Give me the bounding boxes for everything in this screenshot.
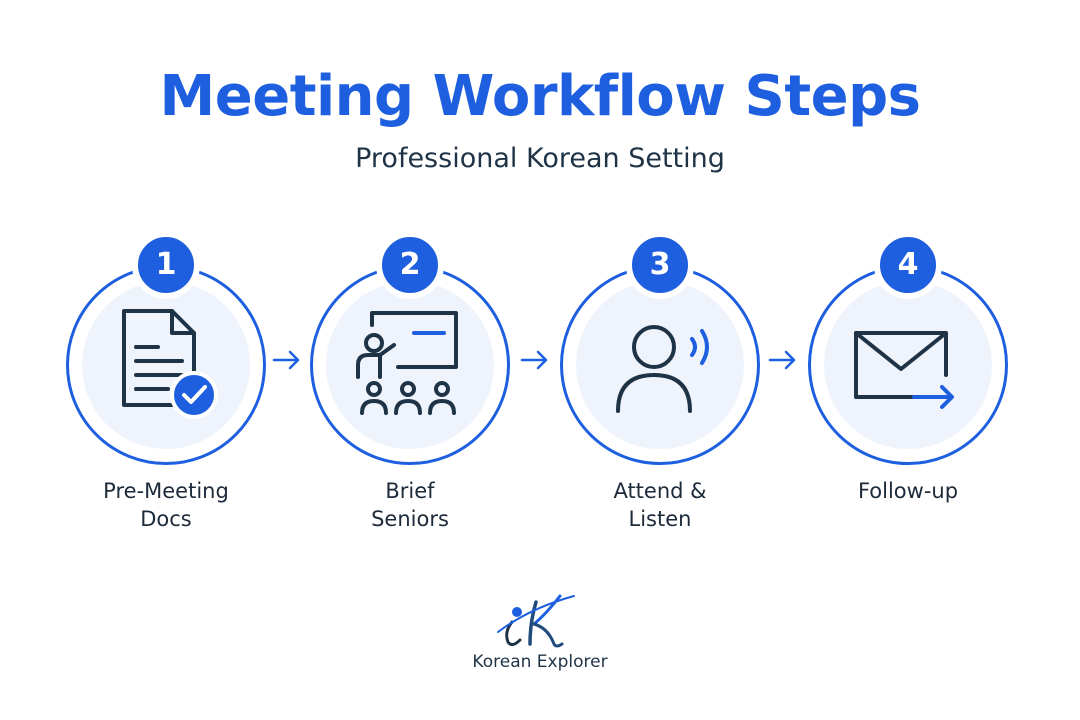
step-label: Follow-up <box>798 477 1018 505</box>
step-number-badge: 2 <box>376 231 444 299</box>
step-2: 2 <box>310 231 510 465</box>
step-number-badge: 1 <box>132 231 200 299</box>
step-label: Pre-Meeting Docs <box>56 477 276 533</box>
step-label: Attend & Listen <box>550 477 770 533</box>
step-1: 1 <box>66 231 266 465</box>
step-label-text: Brief Seniors <box>371 479 449 531</box>
step-label: Brief Seniors <box>300 477 520 533</box>
page-title: Meeting Workflow Steps <box>159 64 921 129</box>
arrow-right-icon <box>520 350 548 370</box>
step-label-text: Follow-up <box>857 479 959 503</box>
person-listening-icon <box>616 325 709 413</box>
page-subtitle: Professional Korean Setting <box>355 143 725 174</box>
document-check-icon <box>122 309 218 419</box>
korean-explorer-logo <box>497 594 575 648</box>
step-3: 3 <box>560 231 760 465</box>
arrow-right-icon <box>768 350 796 370</box>
presentation-board-icon <box>356 311 458 415</box>
step-4: 4 <box>808 231 1008 465</box>
step-number-badge: 3 <box>626 231 694 299</box>
brand-name: Korean Explorer <box>472 652 608 672</box>
arrow-right-icon <box>272 350 300 370</box>
step-number-badge: 4 <box>874 231 942 299</box>
envelope-send-icon <box>854 331 954 409</box>
step-label-text: Attend & Listen <box>613 479 707 531</box>
step-label-text: Pre-Meeting Docs <box>103 479 229 531</box>
